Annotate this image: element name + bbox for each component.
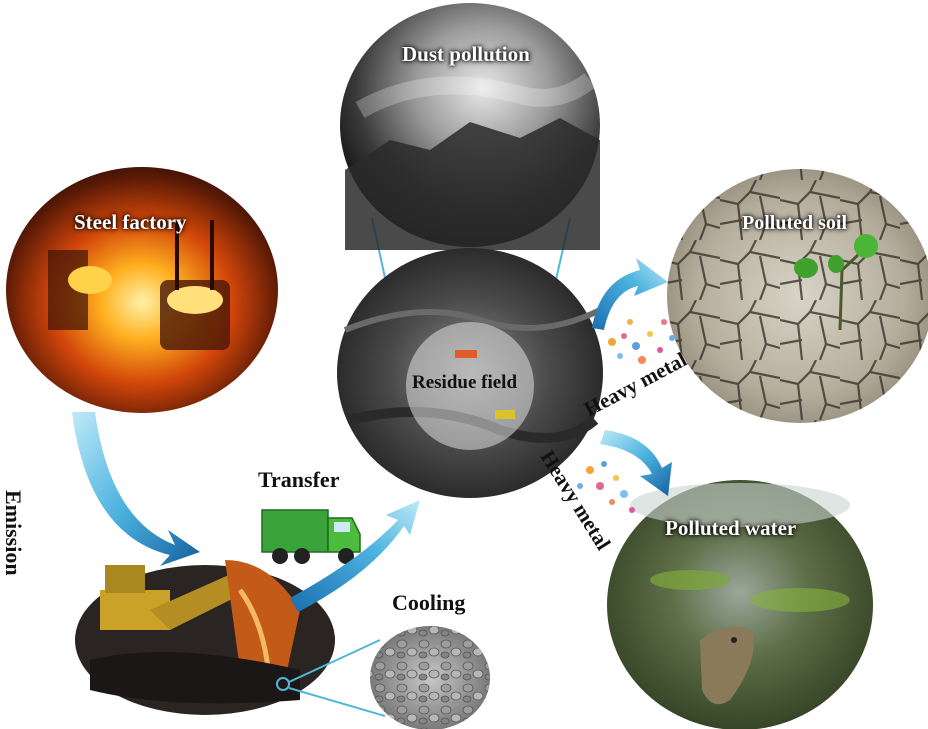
polluted-soil-label: Polluted soil [742, 212, 848, 234]
dust-pollution-label: Dust pollution [402, 42, 530, 66]
steel-factory-photo [6, 167, 278, 413]
polluted-soil-photo [667, 169, 928, 423]
cooling-label: Cooling [392, 590, 466, 615]
emission-arrow [72, 412, 200, 566]
heavy-metal-particles-soil [608, 319, 675, 364]
heavy-metal-particles-water [577, 461, 635, 513]
dump-truck-icon [261, 509, 361, 564]
transfer-arrow [290, 500, 420, 612]
polluted-water-photo [607, 480, 873, 729]
transfer-label: Transfer [258, 467, 340, 492]
soil-arrow [592, 258, 668, 330]
steel-factory-label: Steel factory [74, 210, 187, 234]
cooling-connector [276, 639, 386, 717]
cooling-gravel-photo [370, 626, 490, 729]
residue-field-photo [337, 248, 603, 498]
water-arrow [600, 430, 672, 496]
slag-dumping-photo [75, 560, 335, 715]
emission-label: Emission [1, 490, 26, 576]
dust-pollution-photo [340, 3, 600, 250]
polluted-water-label: Polluted water [665, 516, 797, 540]
residue-field-label: Residue field [412, 372, 518, 393]
